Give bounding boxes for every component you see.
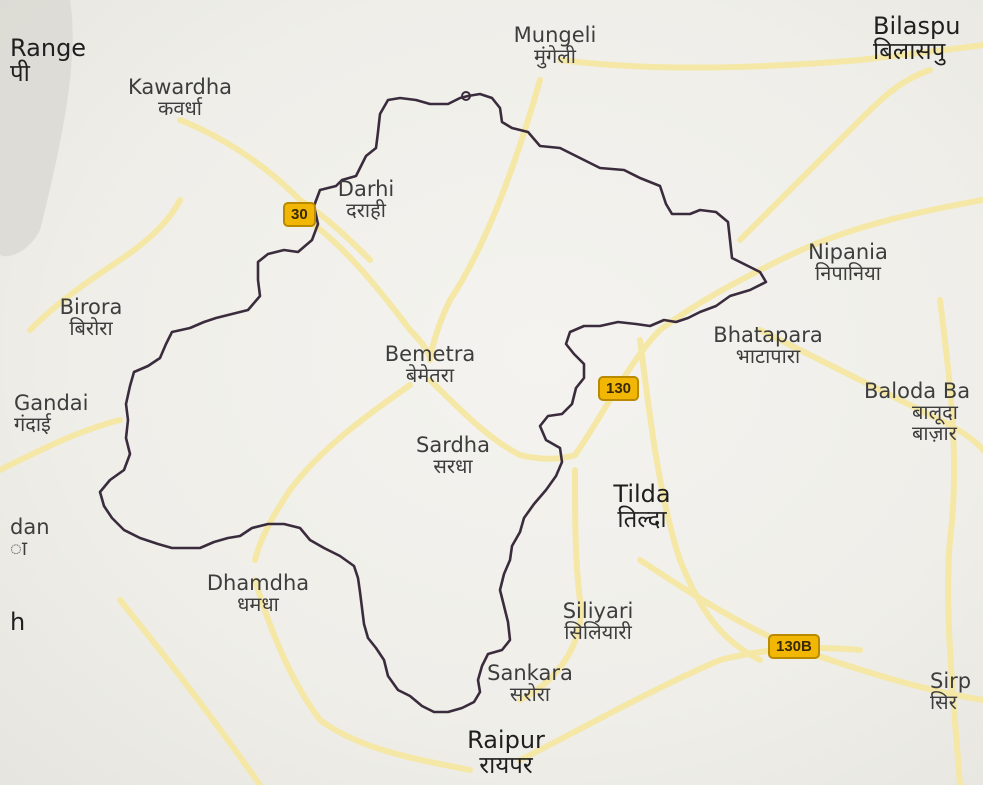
place-bhatapara[interactable]: Bhatapara भाटापारा bbox=[713, 323, 823, 369]
place-range[interactable]: Range पी bbox=[10, 34, 87, 88]
place-sankara[interactable]: Sankara सरोरा bbox=[487, 661, 573, 707]
place-siliyari[interactable]: Siliyari सिलियारी bbox=[562, 599, 634, 645]
road-baloda bbox=[757, 327, 983, 453]
place-bemetra[interactable]: Bemetra बेमेतरा bbox=[384, 342, 476, 388]
road-tilda-siliyari bbox=[517, 467, 584, 703]
place-raipur[interactable]: Raipur रायपर bbox=[467, 726, 545, 780]
road-birora-west bbox=[27, 197, 183, 333]
place-dhamdha[interactable]: Dhamdha धमधा bbox=[206, 571, 310, 617]
terrain-patch bbox=[0, 0, 73, 257]
boundary-node bbox=[461, 91, 471, 101]
district-boundary bbox=[98, 92, 768, 714]
road-bhatapara-south bbox=[637, 337, 763, 663]
road-darhi-bemetra bbox=[297, 212, 433, 363]
place-nipania[interactable]: Nipania निपानिया bbox=[808, 240, 888, 286]
road-mungeli-bilaspur bbox=[557, 42, 983, 71]
road-bemetra-dhamdha bbox=[252, 382, 413, 563]
road-mungeli-bemetra bbox=[427, 77, 543, 363]
place-dan[interactable]: dan ा bbox=[10, 515, 50, 561]
place-darhi[interactable]: Darhi दराही bbox=[337, 177, 395, 223]
place-kawardha[interactable]: Kawardha कवर्धा bbox=[127, 75, 233, 121]
road-east-vertical bbox=[937, 297, 963, 785]
road-badge-130b[interactable]: 130B bbox=[768, 634, 820, 659]
road-badge-30[interactable]: 30 bbox=[283, 202, 316, 227]
road-south-west bbox=[117, 597, 263, 785]
road-bemetra-sardha bbox=[427, 377, 578, 462]
road-badge-130[interactable]: 130 bbox=[598, 376, 640, 401]
road-nipania bbox=[737, 67, 933, 243]
road-dhamdha-raipur bbox=[252, 577, 473, 773]
road-kawardha-darhi bbox=[177, 117, 373, 263]
place-baloda-bazar[interactable]: Baloda Ba बालूदा बाज़ार bbox=[864, 379, 971, 446]
place-birora[interactable]: Birora बिरोरा bbox=[59, 295, 123, 341]
place-sirpur[interactable]: Sirp सिर bbox=[930, 669, 972, 715]
place-mungeli[interactable]: Mungeli मुंगेली bbox=[513, 23, 597, 69]
place-bilaspur[interactable]: Bilaspu बिलासपु bbox=[873, 12, 961, 66]
place-tilda[interactable]: Tilda तिल्दा bbox=[613, 480, 671, 534]
place-h[interactable]: h bbox=[10, 608, 26, 636]
place-gandai[interactable]: Gandai गंदाई bbox=[14, 391, 89, 437]
place-sardha[interactable]: Sardha सरधा bbox=[416, 433, 490, 479]
road-gandai bbox=[0, 417, 123, 473]
